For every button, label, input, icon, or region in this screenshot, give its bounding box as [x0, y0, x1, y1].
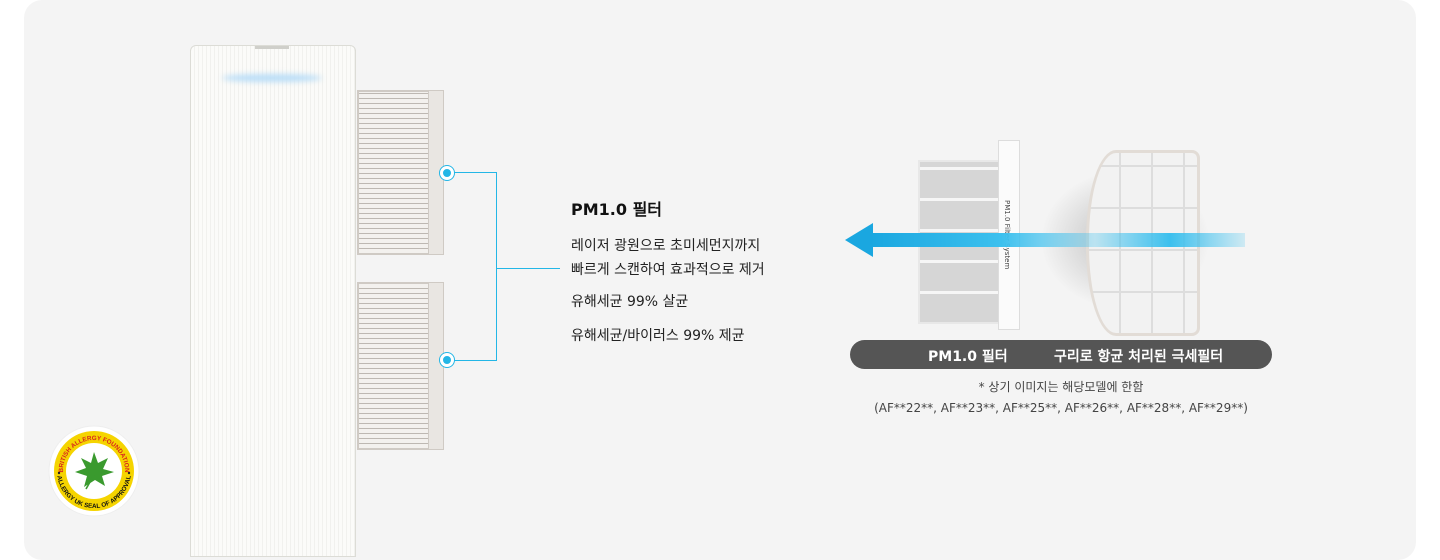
- air-purifier-image: [190, 45, 356, 557]
- filter-drawer-top: [357, 90, 441, 255]
- seal-graphic: BRITISH ALLERGY FOUNDATION ALLERGY UK SE…: [48, 425, 140, 517]
- model-note: * 상기 이미지는 해당모델에 한함: [978, 380, 1144, 394]
- label-copper-filter: 구리로 항균 처리된 극세필터: [1054, 349, 1224, 365]
- filter-label-bar: PM1.0 필터 구리로 항균 처리된 극세필터: [850, 340, 1272, 369]
- feature-title: PM1.0 필터: [571, 200, 663, 219]
- feature-line: 유해세균 99% 살균: [571, 294, 689, 310]
- connector-line: [496, 268, 560, 269]
- feature-line: 유해세균/바이러스 99% 제균: [571, 328, 745, 344]
- feature-line: 레이저 광원으로 초미세먼지까지: [571, 238, 761, 254]
- arrow-head-icon: [845, 223, 873, 257]
- allergy-uk-seal-logo: BRITISH ALLERGY FOUNDATION ALLERGY UK SE…: [48, 425, 140, 517]
- model-list: (AF**22**, AF**23**, AF**25**, AF**26**,…: [874, 401, 1248, 415]
- label-pm10-filter: PM1.0 필터: [928, 349, 1008, 365]
- filter-drawer-bottom: [357, 282, 441, 450]
- connector-line: [454, 172, 497, 173]
- feature-line: 빠르게 스캔하여 효과적으로 제거: [571, 262, 765, 278]
- callout-dot-top: [440, 166, 454, 180]
- leaf-icon: [75, 452, 114, 490]
- filter-drawer-bottom-frame: [428, 282, 444, 450]
- purifier-top-slot: [255, 46, 289, 49]
- purifier-light: [222, 74, 322, 82]
- callout-dot-bottom: [440, 353, 454, 367]
- connector-line: [496, 172, 497, 361]
- connector-line: [454, 360, 497, 361]
- airflow-arrow: [870, 233, 1245, 247]
